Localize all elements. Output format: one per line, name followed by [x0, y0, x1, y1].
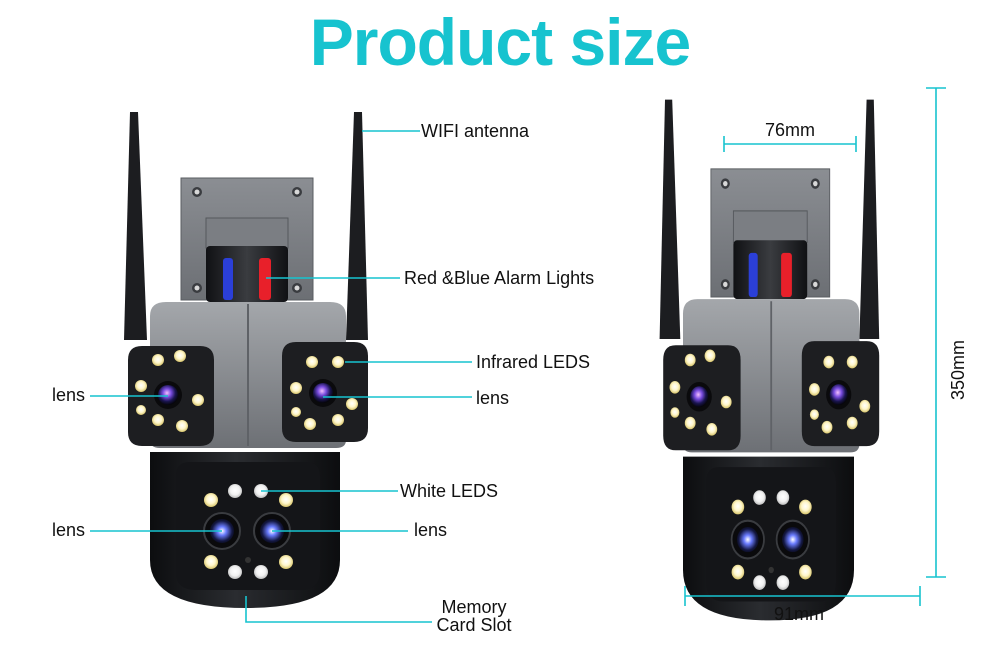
label-lens-left-lower: lens	[52, 520, 86, 540]
dimension-body-width: 91mm	[774, 604, 825, 624]
label-memory-card-line1: Memory	[441, 597, 507, 617]
label-lens-left-upper: lens	[52, 385, 86, 405]
camera-front-view	[123, 111, 369, 609]
page-title: Product size	[309, 5, 691, 79]
dimension-lines	[684, 87, 946, 606]
label-lens-right-lower: lens	[414, 520, 448, 540]
camera-dimension-view	[658, 98, 881, 622]
label-memory-card-line2: Card Slot	[436, 615, 512, 635]
label-lens-right-upper: lens	[476, 388, 510, 408]
label-wifi-antenna: WIFI antenna	[421, 121, 530, 141]
dimension-mount-width: 76mm	[765, 120, 816, 140]
label-white-leds: White LEDS	[400, 481, 499, 501]
label-infrared-leds: Infrared LEDS	[476, 352, 591, 372]
callout-lines	[90, 130, 472, 623]
dimension-height: 350mm	[948, 339, 969, 401]
label-alarm-lights: Red &Blue Alarm Lights	[404, 268, 595, 288]
